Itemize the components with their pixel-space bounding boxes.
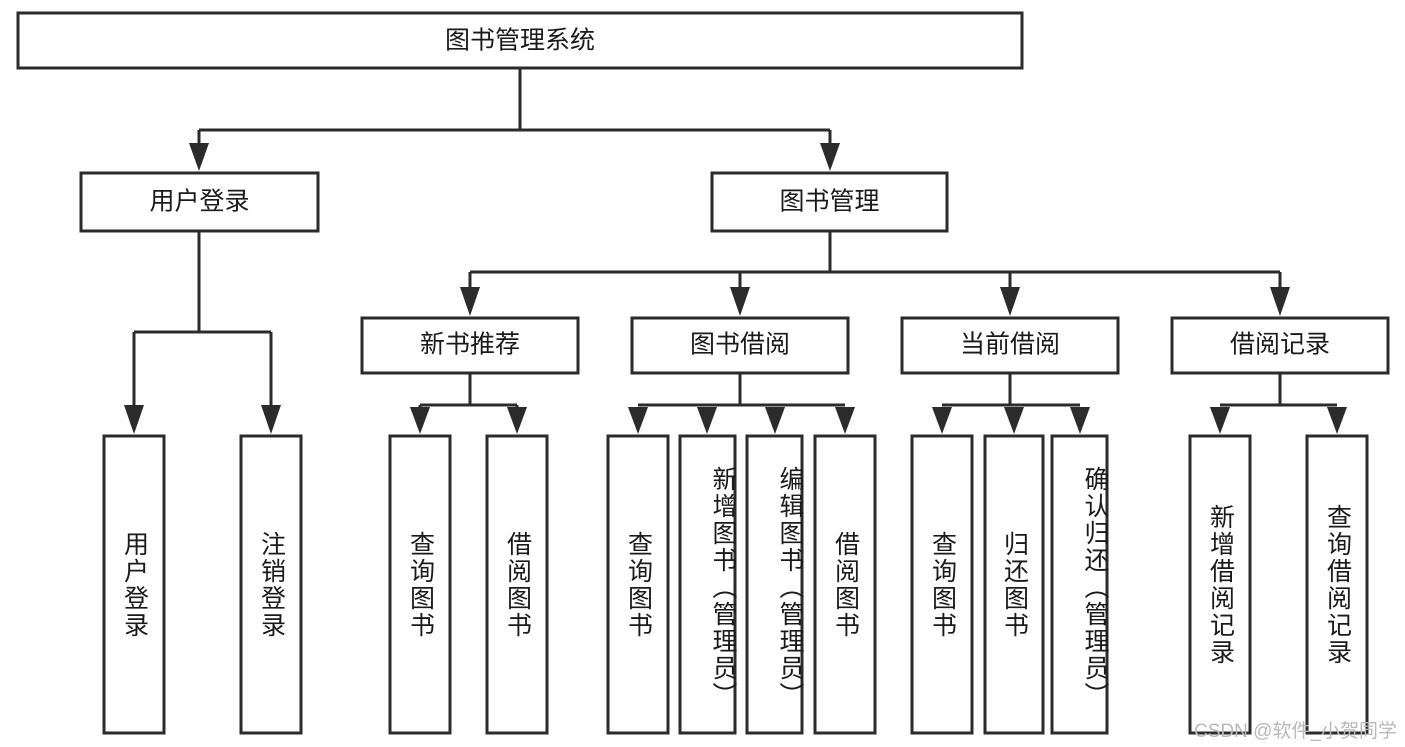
arrow-head-icon [124,405,144,434]
arrow-head-icon [261,405,281,434]
node-current-borrow-label: 当前借阅 [960,331,1060,359]
connector-group-book-manage [460,231,1290,316]
leaf-user-logout-box[interactable] [239,434,303,735]
node-book-borrow-box[interactable] [630,316,850,375]
node-new-book-rec-label: 新书推荐 [420,331,520,359]
node-book-borrow[interactable]: 图书借阅 [630,316,850,375]
leaf-query-record-box[interactable] [1305,434,1369,735]
leaf-boxes [102,434,1369,735]
node-book-manage-box[interactable] [710,171,949,233]
connector-group-borrow-record [1210,373,1347,434]
connector-group-root [189,68,840,171]
connector-group-current-borrow [932,373,1090,434]
node-borrow-record-label: 借阅记录 [1230,331,1330,359]
leaf-query-book-2-box[interactable] [606,434,670,735]
arrow-head-icon [765,407,785,434]
leaf-borrow-book-2-box[interactable] [813,434,877,735]
leaf-add-book-box[interactable] [678,434,737,735]
leaf-borrow-book-1-box[interactable] [485,434,549,735]
node-borrow-record-box[interactable] [1170,316,1390,375]
node-root-label: 图书管理系统 [445,27,595,55]
connector-group-book-borrow [628,373,855,434]
node-new-book-rec[interactable]: 新书推荐 [360,316,580,375]
node-book-manage[interactable]: 图书管理 [710,171,949,233]
arrow-head-icon [410,407,430,434]
node-root[interactable]: 图书管理系统 [16,11,1024,70]
arrow-head-icon [189,143,209,171]
arrow-head-icon [835,407,855,434]
arrow-head-icon [1210,407,1230,434]
node-user-login-label: 用户登录 [149,188,249,216]
connector-group-new-book-rec [410,373,527,434]
leaf-add-record-box[interactable] [1188,434,1252,735]
node-borrow-record[interactable]: 借阅记录 [1170,316,1390,375]
node-user-login-box[interactable] [79,171,320,233]
node-new-book-rec-box[interactable] [360,316,580,375]
leaf-return-book-box[interactable] [983,434,1045,735]
arrow-head-icon [507,407,527,434]
leaf-query-book-1-box[interactable] [388,434,452,735]
arrow-head-icon [730,287,750,316]
arrow-head-icon [820,143,840,171]
node-user-login[interactable]: 用户登录 [79,171,320,233]
node-book-manage-label: 图书管理 [779,188,879,216]
arrow-head-icon [1004,407,1024,434]
node-current-borrow-box[interactable] [900,316,1120,375]
arrow-head-icon [1070,407,1090,434]
leaf-edit-book-box[interactable] [745,434,804,735]
arrow-head-icon [628,407,648,434]
leaf-confirm-return-box[interactable] [1050,434,1109,735]
connector-group-user-login [124,231,281,434]
node-book-borrow-label: 图书借阅 [690,331,790,359]
arrow-head-icon [697,407,717,434]
arrow-head-icon [1327,407,1347,434]
node-current-borrow[interactable]: 当前借阅 [900,316,1120,375]
leaf-user-login-box[interactable] [102,434,166,735]
watermark-text: CSDN @软件_小贺同学 [1194,721,1397,742]
arrow-head-icon [460,287,480,316]
leaf-query-book-3-box[interactable] [910,434,974,735]
node-root-box[interactable] [16,11,1024,70]
arrow-head-icon [1270,287,1290,316]
arrow-head-icon [1000,287,1020,316]
arrow-head-icon [932,407,952,434]
